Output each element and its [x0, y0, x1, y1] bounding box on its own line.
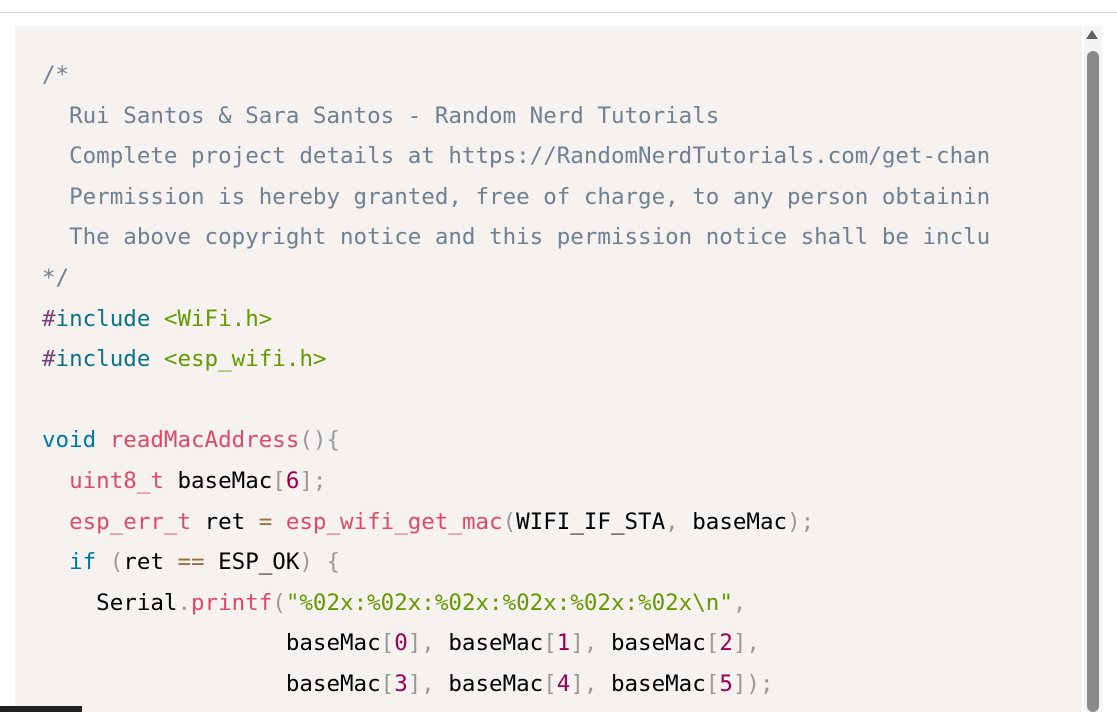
code-token: 5 [719, 670, 733, 697]
code-token: esp_wifi_get_mac [285, 508, 503, 535]
code-token [96, 549, 110, 575]
code-token: . [177, 589, 192, 616]
code-token [150, 306, 164, 332]
code-token: [ [380, 670, 395, 697]
code-token: ], [407, 630, 435, 657]
code-token: The above copyright notice and this perm… [42, 224, 991, 251]
code-token: ); [787, 508, 815, 535]
code-token: ( [272, 589, 286, 616]
code-token: [ [543, 630, 557, 657]
code-token: [ [272, 467, 286, 494]
code-token: 3 [394, 670, 408, 697]
code-token: Serial [42, 589, 178, 616]
code-token: 2 [719, 630, 733, 657]
code-token: ( [502, 508, 517, 535]
code-token: */ [42, 264, 70, 291]
code-token: 0 [394, 630, 408, 657]
code-line: Permission is hereby granted, free of ch… [42, 177, 990, 218]
code-token: void [42, 427, 97, 454]
code-token: { [326, 549, 341, 576]
code-line: baseMac[3], baseMac[4], baseMac[5]); [42, 664, 990, 705]
code-token: ret [191, 508, 259, 535]
code-token [272, 509, 286, 535]
bottom-edge-tab [0, 706, 82, 712]
code-token: baseMac [434, 630, 544, 657]
code-line: /* [42, 55, 990, 96]
code-token: ], [570, 670, 598, 697]
code-token: = [258, 508, 273, 535]
code-token: ret [123, 549, 178, 576]
code-token: [ [705, 670, 720, 697]
code-line: Complete project details at https://Rand… [42, 136, 990, 177]
code-token: ], [732, 630, 760, 657]
code-line: ​ [42, 380, 990, 421]
code-token [42, 468, 69, 494]
code-token: uint8_t [69, 467, 164, 494]
code-token: esp_err_t [69, 508, 192, 535]
code-line: Serial.printf("%02x:%02x:%02x:%02x:%02x:… [42, 583, 990, 624]
scroll-up-arrow-icon[interactable] [1086, 30, 1098, 39]
code-token: Complete project details at https://Rand… [42, 143, 991, 170]
vertical-scrollbar[interactable] [1084, 26, 1102, 712]
code-token: == [177, 549, 205, 576]
code-token: 6 [285, 467, 300, 494]
code-line: #include <WiFi.h> [42, 299, 990, 340]
code-token: [ [380, 630, 395, 657]
code-token: ( [109, 549, 124, 576]
code-content: /* Rui Santos & Sara Santos - Random Ner… [42, 55, 990, 705]
code-token: # [42, 305, 56, 332]
code-token [42, 509, 69, 535]
code-token: , [665, 508, 679, 535]
code-token [313, 549, 327, 575]
code-token: <esp_wifi.h> [163, 346, 327, 373]
code-line: void readMacAddress(){ [42, 420, 990, 461]
code-token: baseMac [597, 670, 706, 697]
code-token: , [732, 589, 747, 616]
code-token: # [42, 346, 56, 373]
code-token: ]); [732, 670, 774, 697]
code-token: baseMac [42, 670, 381, 697]
code-line: Rui Santos & Sara Santos - Random Nerd T… [42, 96, 990, 137]
code-token: ], [570, 630, 598, 657]
code-line: if (ret == ESP_OK) { [42, 542, 990, 583]
code-token: <WiFi.h> [163, 305, 273, 332]
code-token: Rui Santos & Sara Santos - Random Nerd T… [42, 102, 720, 129]
code-token: baseMac [42, 630, 381, 657]
code-token: baseMac [163, 467, 273, 494]
code-line: The above copyright notice and this perm… [42, 217, 990, 258]
code-line: esp_err_t ret = esp_wifi_get_mac(WIFI_IF… [42, 502, 990, 543]
code-token: Permission is hereby granted, free of ch… [42, 183, 991, 210]
code-token: if [69, 549, 97, 576]
code-token: include [55, 305, 151, 332]
code-token [42, 549, 69, 575]
code-token: "%02x:%02x:%02x:%02x:%02x:%02x\n" [285, 589, 733, 616]
code-token: ], [407, 670, 435, 697]
code-token: baseMac [678, 508, 788, 535]
code-token: (){ [299, 427, 341, 454]
code-token: readMacAddress [109, 427, 300, 454]
code-token: ESP_OK [204, 549, 300, 576]
top-border [0, 0, 1117, 13]
code-line: baseMac[0], baseMac[1], baseMac[2], [42, 623, 990, 664]
code-token: /* [42, 62, 70, 88]
code-token [96, 427, 110, 453]
code-line: #include <esp_wifi.h> [42, 339, 990, 380]
code-token: [ [543, 670, 557, 697]
code-token: [ [705, 630, 720, 657]
code-line: uint8_t baseMac[6]; [42, 461, 990, 502]
code-token: baseMac [597, 630, 706, 657]
scroll-thumb[interactable] [1087, 51, 1099, 712]
code-token: 4 [556, 670, 571, 697]
code-line: */ [42, 258, 990, 299]
code-token: printf [191, 589, 273, 616]
code-token: include [55, 346, 151, 373]
code-token [150, 346, 164, 372]
code-token: WIFI_IF_STA [516, 508, 666, 535]
code-token: 1 [556, 630, 571, 657]
code-token: ]; [299, 467, 327, 494]
code-token: baseMac [434, 670, 544, 697]
code-block[interactable]: /* Rui Santos & Sara Santos - Random Ner… [15, 26, 1082, 712]
code-token: ) [299, 549, 313, 576]
